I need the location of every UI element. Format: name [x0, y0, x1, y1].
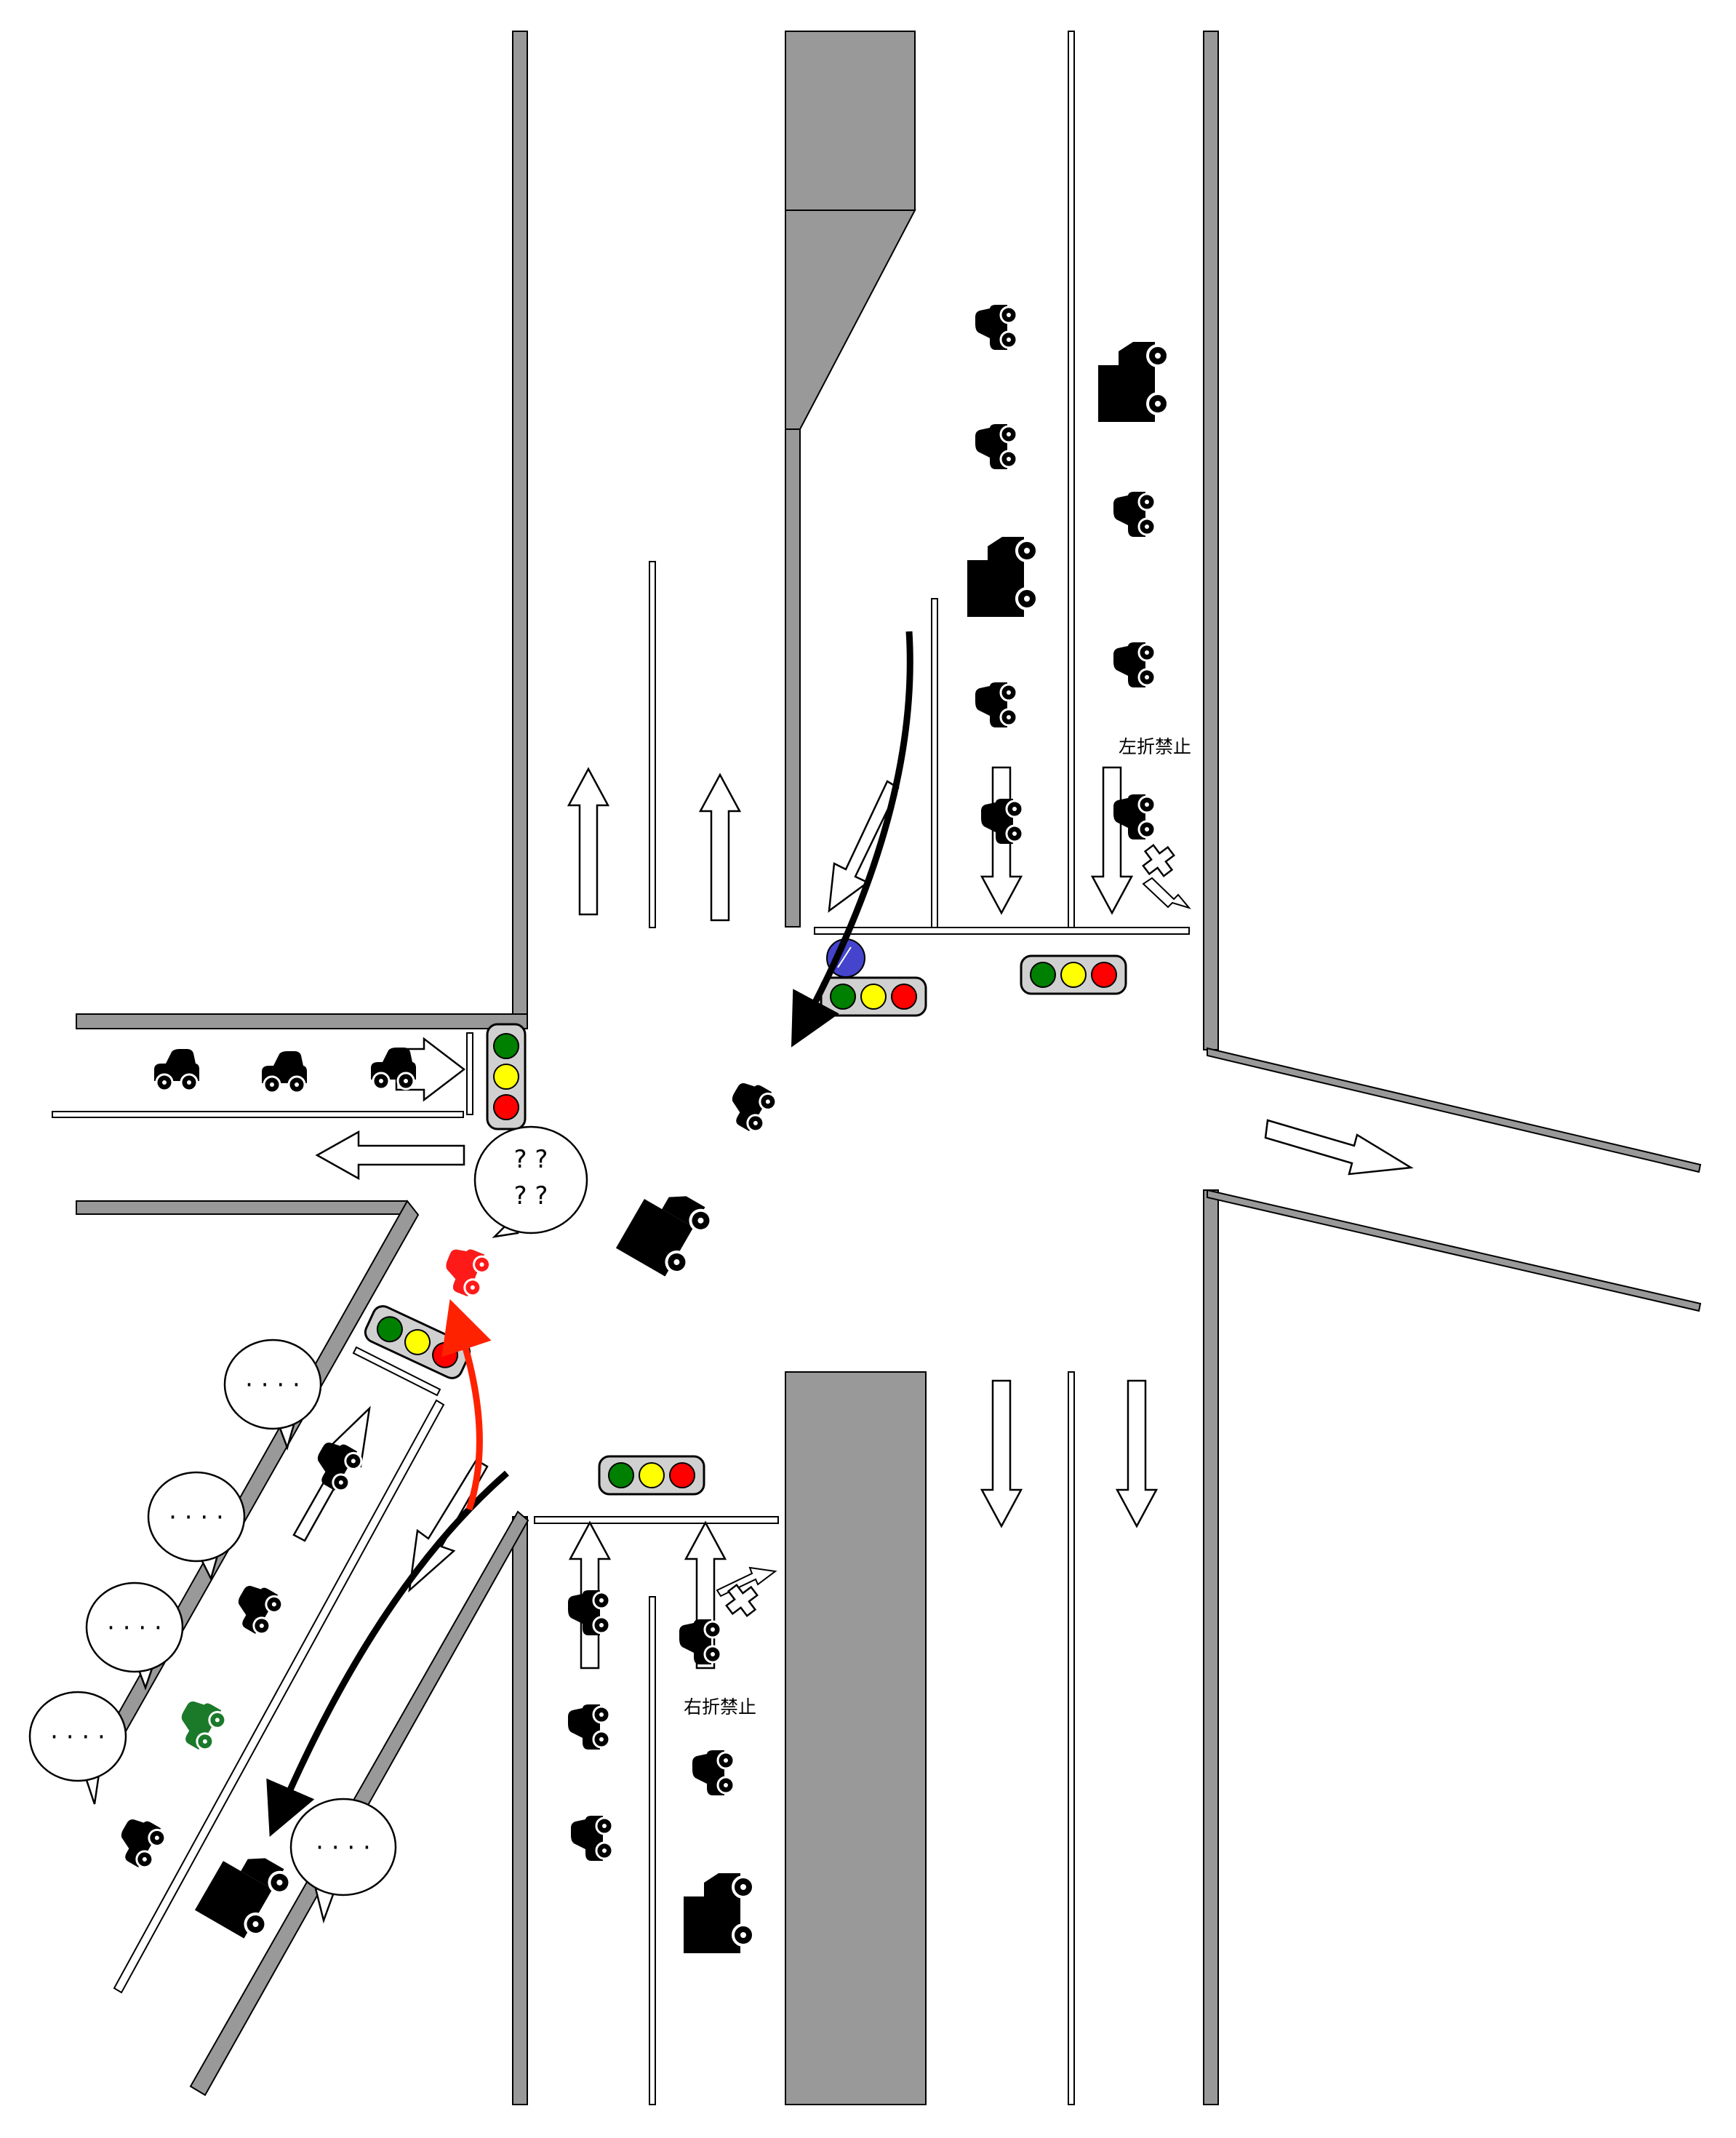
- bubble-text: · · · ·: [169, 1503, 224, 1532]
- truck-icon: [614, 1177, 719, 1285]
- no-right-turn-label: 右折禁止: [684, 1696, 756, 1718]
- car-icon: [567, 1589, 611, 1637]
- path-arrows: [266, 631, 913, 1838]
- silent-bubble: · · · ·: [147, 1471, 246, 1581]
- x-mark-icon: [725, 1584, 759, 1617]
- truck-icon: [1097, 340, 1169, 423]
- car-icon: [567, 1703, 611, 1751]
- bubble-text: · · · ·: [50, 1723, 105, 1752]
- car-icon: [1112, 641, 1156, 689]
- silent-bubble: · · · ·: [28, 1691, 127, 1805]
- car-icon: [153, 1048, 201, 1092]
- bubble-text: · · · ·: [107, 1614, 162, 1643]
- silent-bubble: · · · ·: [223, 1339, 322, 1451]
- car-icon: [260, 1050, 308, 1094]
- car-icon: [691, 1749, 735, 1797]
- highlighted-car: [446, 1249, 492, 1297]
- car-icon: [369, 1046, 417, 1090]
- car-icon: [226, 1577, 287, 1640]
- lane-markings: [52, 31, 1190, 2105]
- no-left-turn-label: 左折禁止: [1119, 736, 1191, 757]
- x-mark-icon: [1142, 844, 1175, 877]
- car-icon: [974, 303, 1018, 351]
- car-icon: [1112, 490, 1156, 538]
- bubble-text: ? ?: [514, 1181, 548, 1210]
- car-icon: [974, 423, 1018, 471]
- confused-bubble: ? ? ? ?: [473, 1125, 588, 1238]
- truck-icon: [966, 535, 1039, 618]
- green-car: [181, 1702, 227, 1751]
- car-icon: [720, 1074, 781, 1137]
- car-icon: [569, 1814, 614, 1862]
- truck-icon: [682, 1872, 755, 1955]
- road-edges: [76, 31, 1702, 2105]
- bubble-text: ? ?: [514, 1145, 548, 1174]
- car-icon: [109, 1811, 170, 1873]
- silent-bubble: · · · ·: [85, 1581, 184, 1691]
- medians: [785, 31, 927, 2105]
- silent-bubble: · · · ·: [289, 1798, 397, 1924]
- car-icon: [980, 797, 1024, 845]
- bubble-text: · · · ·: [245, 1371, 300, 1400]
- bubble-text: · · · ·: [316, 1833, 371, 1862]
- car-icon: [974, 681, 1018, 729]
